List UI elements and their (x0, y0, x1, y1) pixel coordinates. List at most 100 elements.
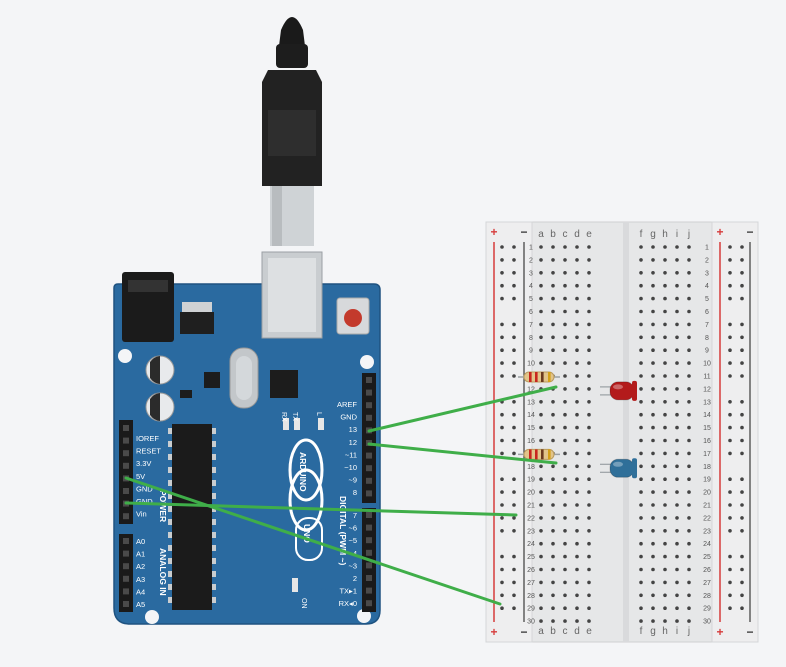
header-pin[interactable] (366, 562, 372, 569)
breadboard-hole[interactable] (663, 374, 667, 378)
breadboard-hole[interactable] (539, 296, 543, 301)
breadboard-hole[interactable] (663, 322, 667, 327)
rail-hole[interactable] (740, 271, 744, 275)
breadboard-hole[interactable] (675, 529, 679, 533)
breadboard-hole[interactable] (639, 335, 643, 340)
rail-hole[interactable] (512, 567, 516, 572)
header-pin[interactable] (123, 488, 129, 494)
breadboard-hole[interactable] (687, 245, 691, 249)
breadboard-hole[interactable] (587, 425, 591, 430)
rail-hole[interactable] (728, 322, 732, 327)
rail-hole[interactable] (500, 283, 504, 288)
breadboard-hole[interactable] (651, 283, 655, 288)
breadboard-hole[interactable] (663, 529, 667, 533)
breadboard-hole[interactable] (663, 348, 667, 353)
breadboard-hole[interactable] (563, 567, 567, 572)
breadboard-hole[interactable] (551, 554, 555, 559)
header-pin[interactable] (123, 575, 129, 582)
reset-button-cap[interactable] (344, 309, 362, 327)
rail-hole[interactable] (512, 425, 516, 430)
breadboard-hole[interactable] (539, 593, 543, 598)
breadboard-hole[interactable] (575, 271, 579, 275)
rail-hole[interactable] (512, 451, 516, 456)
breadboard-hole[interactable] (651, 541, 655, 546)
rail-hole[interactable] (728, 425, 732, 430)
breadboard-hole[interactable] (675, 412, 679, 417)
led[interactable] (600, 380, 637, 401)
breadboard-hole[interactable] (587, 335, 591, 340)
arduino-board[interactable]: RX TX L ON ARDUINO UNO DIGITAL (PWM ~) P… (113, 251, 381, 625)
breadboard-hole[interactable] (651, 335, 655, 340)
breadboard-hole[interactable] (551, 529, 555, 533)
rail-hole[interactable] (512, 477, 516, 482)
header-pin[interactable] (366, 389, 372, 396)
breadboard-hole[interactable] (539, 503, 543, 507)
breadboard-hole[interactable] (539, 464, 543, 469)
breadboard-hole[interactable] (675, 283, 679, 288)
breadboard-hole[interactable] (551, 580, 555, 585)
breadboard-hole[interactable] (539, 412, 543, 417)
breadboard-hole[interactable] (663, 296, 667, 301)
breadboard-hole[interactable] (663, 400, 667, 404)
breadboard-hole[interactable] (563, 283, 567, 288)
breadboard-hole[interactable] (687, 516, 691, 520)
breadboard-hole[interactable] (675, 541, 679, 546)
breadboard-hole[interactable] (675, 580, 679, 585)
breadboard-hole[interactable] (587, 580, 591, 585)
breadboard-hole[interactable] (639, 322, 643, 327)
breadboard-hole[interactable] (551, 400, 555, 404)
breadboard-hole[interactable] (663, 412, 667, 417)
breadboard-hole[interactable] (675, 464, 679, 469)
breadboard-hole[interactable] (551, 309, 555, 314)
breadboard-hole[interactable] (539, 245, 543, 249)
breadboard-hole[interactable] (675, 567, 679, 572)
breadboard-hole[interactable] (639, 554, 643, 559)
rail-hole[interactable] (512, 258, 516, 262)
breadboard-hole[interactable] (587, 606, 591, 610)
breadboard-hole[interactable] (639, 387, 643, 391)
breadboard-hole[interactable] (551, 335, 555, 340)
breadboard-hole[interactable] (551, 271, 555, 275)
header-pin[interactable] (366, 524, 372, 531)
breadboard-hole[interactable] (575, 374, 579, 378)
breadboard-hole[interactable] (651, 412, 655, 417)
header-pin[interactable] (123, 563, 129, 570)
breadboard-hole[interactable] (651, 309, 655, 314)
breadboard-hole[interactable] (539, 283, 543, 288)
rail-hole[interactable] (728, 335, 732, 340)
rail-hole[interactable] (740, 529, 744, 533)
breadboard-hole[interactable] (539, 438, 543, 443)
header-pin[interactable] (123, 538, 129, 544)
breadboard-hole[interactable] (563, 400, 567, 404)
breadboard-hole[interactable] (563, 412, 567, 417)
breadboard-hole[interactable] (575, 400, 579, 404)
breadboard-hole[interactable] (675, 425, 679, 430)
rail-hole[interactable] (740, 567, 744, 572)
breadboard-hole[interactable] (663, 477, 667, 482)
rail-hole[interactable] (728, 271, 732, 275)
breadboard-hole[interactable] (663, 425, 667, 430)
breadboard-hole[interactable] (551, 283, 555, 288)
breadboard-hole[interactable] (575, 529, 579, 533)
breadboard-hole[interactable] (639, 580, 643, 585)
breadboard-hole[interactable] (639, 258, 643, 262)
rail-hole[interactable] (728, 258, 732, 262)
breadboard-hole[interactable] (675, 400, 679, 404)
breadboard-hole[interactable] (575, 361, 579, 365)
breadboard-hole[interactable] (639, 464, 643, 469)
breadboard-hole[interactable] (675, 451, 679, 456)
rail-hole[interactable] (740, 283, 744, 288)
header-pin[interactable] (366, 575, 372, 581)
breadboard-hole[interactable] (575, 580, 579, 585)
breadboard-hole[interactable] (563, 503, 567, 507)
breadboard-hole[interactable] (539, 348, 543, 353)
rail-hole[interactable] (500, 503, 504, 507)
rail-hole[interactable] (740, 335, 744, 340)
breadboard-hole[interactable] (575, 516, 579, 520)
resistor[interactable] (518, 371, 560, 383)
rail-hole[interactable] (728, 348, 732, 353)
breadboard-hole[interactable] (575, 245, 579, 249)
breadboard-hole[interactable] (687, 503, 691, 507)
breadboard-hole[interactable] (687, 451, 691, 456)
breadboard-hole[interactable] (663, 258, 667, 262)
